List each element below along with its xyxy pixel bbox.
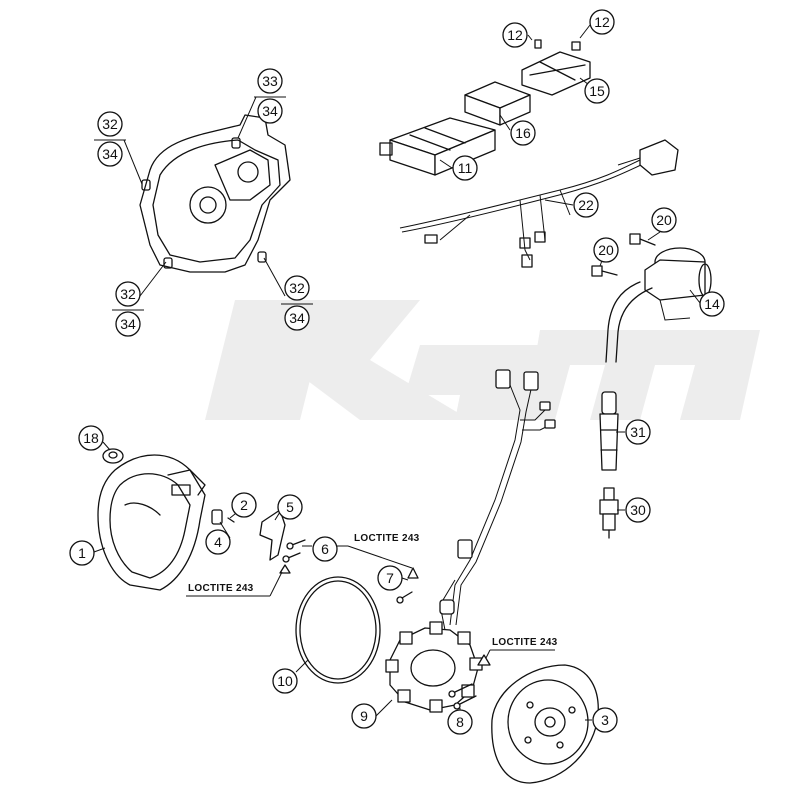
stator-cover [139, 114, 291, 273]
callout-12b: 12 [589, 9, 615, 35]
callout-18: 18 [78, 425, 104, 451]
callout-8: 8 [447, 709, 473, 735]
svg-text:32: 32 [289, 280, 305, 296]
svg-text:18: 18 [83, 430, 99, 446]
svg-text:4: 4 [214, 534, 222, 550]
screws-8 [448, 654, 491, 710]
svg-text:12: 12 [594, 14, 610, 30]
callout-9: 9 [351, 703, 377, 729]
svg-text:32: 32 [120, 286, 136, 302]
svg-text:5: 5 [286, 499, 294, 515]
fraction-32-34-left: 32 34 [94, 111, 126, 167]
voltage-regulator [521, 39, 591, 96]
svg-text:11: 11 [458, 160, 473, 176]
screws-7 [396, 567, 419, 604]
svg-text:32: 32 [102, 116, 118, 132]
svg-text:20: 20 [598, 242, 614, 258]
spark-plug-cap [599, 391, 619, 471]
callout-12a: 12 [502, 22, 528, 48]
loctite-label-right: LOCTITE 243 [492, 637, 558, 648]
svg-text:15: 15 [589, 83, 605, 99]
callout-3: 3 [592, 707, 618, 733]
nut [102, 448, 124, 464]
svg-text:33: 33 [262, 73, 278, 89]
callout-20b: 20 [593, 237, 619, 263]
svg-text:34: 34 [262, 103, 278, 119]
svg-text:22: 22 [578, 197, 594, 213]
callout-5: 5 [277, 494, 303, 520]
ignition-cover [97, 454, 206, 591]
svg-text:34: 34 [120, 316, 136, 332]
callout-20a: 20 [651, 207, 677, 233]
callout-1: 1 [69, 540, 95, 566]
svg-text:1: 1 [78, 545, 86, 561]
stator [385, 369, 556, 713]
callout-6: 6 [312, 536, 338, 562]
svg-text:6: 6 [321, 541, 329, 557]
svg-text:10: 10 [277, 673, 293, 689]
coil-bolts [591, 233, 656, 277]
callout-2: 2 [231, 492, 257, 518]
callout-4: 4 [205, 529, 231, 555]
svg-text:34: 34 [289, 310, 305, 326]
callout-16: 16 [510, 120, 536, 146]
callout-11: 11 [452, 155, 478, 181]
spark-plug [599, 487, 619, 539]
svg-text:3: 3 [601, 712, 609, 728]
callout-22: 22 [573, 192, 599, 218]
callout-7: 7 [377, 565, 403, 591]
svg-text:8: 8 [456, 714, 464, 730]
svg-text:34: 34 [102, 146, 118, 162]
loctite-label-upper: LOCTITE 243 [354, 533, 420, 544]
fraction-32-34-right: 32 34 [281, 275, 313, 331]
wiring-harness [399, 139, 679, 268]
cdi-unit [379, 117, 496, 176]
ignition-coil [605, 247, 712, 363]
svg-text:7: 7 [386, 570, 394, 586]
svg-text:20: 20 [656, 212, 672, 228]
callout-14: 14 [699, 291, 725, 317]
callout-30: 30 [625, 497, 651, 523]
callout-15: 15 [584, 78, 610, 104]
callout-10: 10 [272, 668, 298, 694]
cdi-rubber-holder [464, 81, 531, 126]
plate [259, 509, 286, 561]
small-parts-2-4 [211, 509, 235, 525]
callout-31: 31 [625, 419, 651, 445]
o-ring [295, 576, 381, 684]
loctite-label-left: LOCTITE 243 [188, 583, 254, 594]
flywheel-rotor [491, 664, 599, 784]
svg-text:30: 30 [630, 502, 646, 518]
fraction-33-34: 33 34 [254, 68, 286, 124]
svg-text:31: 31 [630, 424, 646, 440]
svg-text:9: 9 [360, 708, 368, 724]
svg-text:2: 2 [240, 497, 248, 513]
svg-text:14: 14 [704, 296, 720, 312]
fraction-32-34-bottom: 32 34 [112, 281, 144, 337]
svg-text:12: 12 [507, 27, 523, 43]
screws-6 [279, 539, 306, 574]
svg-text:16: 16 [515, 125, 531, 141]
